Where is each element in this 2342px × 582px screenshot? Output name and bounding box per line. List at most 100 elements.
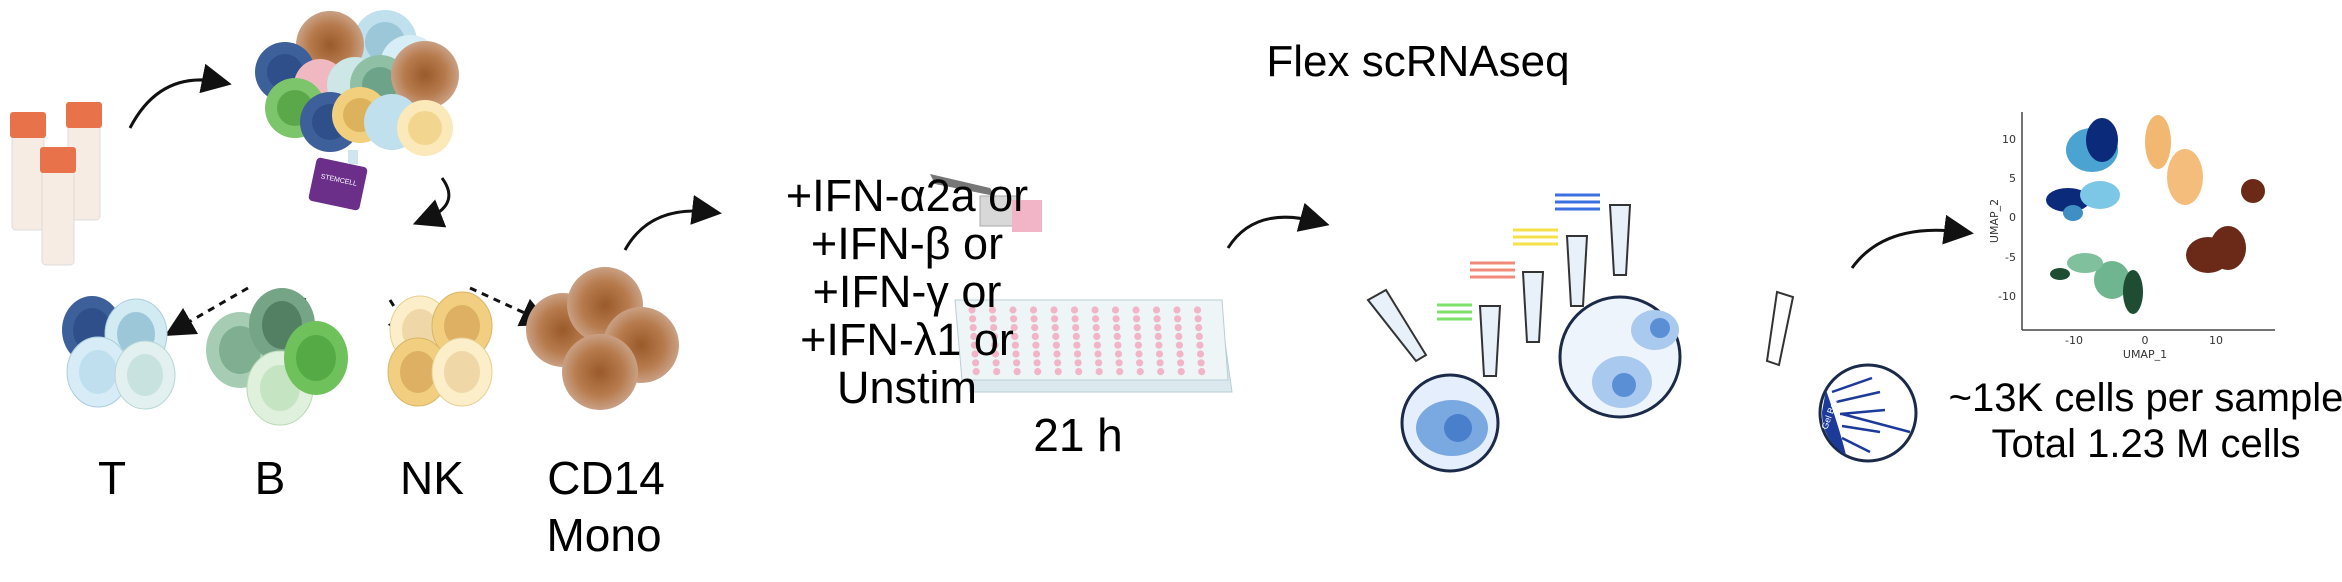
plate-well: [968, 306, 976, 314]
umap-cluster-nk: [2145, 115, 2203, 205]
umap-xtick: 0: [2142, 334, 2149, 347]
plate-well: [990, 324, 998, 332]
plate-well: [1133, 315, 1141, 323]
plate-well: [1031, 324, 1039, 332]
plate-well: [1155, 350, 1164, 358]
label-mono: Mono: [546, 509, 662, 561]
plate-well: [1075, 368, 1083, 376]
umap-xtick: 10: [2209, 334, 2223, 347]
plate-well: [1094, 350, 1102, 358]
plate-well: [1193, 306, 1202, 314]
plate-well: [1174, 315, 1182, 323]
umap-ytick: 5: [2009, 172, 2016, 185]
plate-well: [1115, 359, 1123, 367]
plate-well: [1136, 368, 1144, 376]
plate-well: [970, 341, 979, 349]
plate-well: [1092, 324, 1100, 332]
arrow-to-umap: [1850, 214, 1974, 269]
plate-well: [1011, 332, 1019, 340]
plate-well: [1073, 350, 1082, 358]
plate-well: [1175, 341, 1183, 349]
arrow-tubes-to-pbmc: [128, 63, 232, 129]
plate-well: [1072, 332, 1080, 340]
cells-per-sample: ~13K cells per sample: [1948, 376, 2342, 420]
stim-ifn-b: +IFN-β or: [810, 218, 1004, 269]
plate-well: [1052, 341, 1060, 349]
plate-well: [1157, 368, 1165, 376]
label-b-cells: B: [254, 452, 286, 504]
t-cells-icon: [62, 296, 176, 410]
stim-ifn-a2a: +IFN-α2a or: [785, 170, 1029, 221]
arrow-to-stim: [623, 195, 722, 251]
plate-well: [1156, 359, 1164, 367]
stim-ifn-l1: +IFN-λ1 or: [800, 314, 1014, 365]
plate-well: [1198, 368, 1206, 376]
plate-well: [991, 341, 999, 349]
plate-well: [1112, 315, 1120, 323]
plate-well: [1196, 350, 1205, 358]
plate-well: [1175, 332, 1183, 340]
plate-well: [1070, 306, 1079, 314]
plate-well: [1135, 350, 1143, 358]
plate-well: [1031, 332, 1039, 340]
plate-well: [1029, 306, 1038, 314]
label-cd14: CD14: [547, 452, 665, 504]
label-nk-cells: NK: [400, 452, 464, 504]
plate-well: [1093, 341, 1101, 349]
probe-sets-icon: [1437, 193, 1600, 321]
cd14-monocytes-icon: [526, 267, 679, 410]
plate-well: [1012, 350, 1020, 358]
plate-well: [1095, 359, 1103, 367]
umap-ytick: -10: [1998, 290, 2016, 303]
plate-well: [1032, 341, 1040, 349]
incubation-time: 21 h: [1033, 409, 1123, 461]
plate-well: [1134, 332, 1142, 340]
plate-well: [1136, 359, 1144, 367]
plate-well: [1177, 368, 1185, 376]
plate-well: [1095, 368, 1103, 376]
blood-tubes-icon: [10, 102, 102, 266]
umap-cluster-b: [2050, 253, 2143, 314]
arrow-to-seq: [1226, 202, 1330, 249]
umap-ylabel: UMAP_2: [1988, 199, 2001, 243]
nk-cells-icon: [387, 291, 493, 407]
plate-well: [1132, 306, 1140, 314]
plate-well: [1174, 324, 1182, 332]
plate-well: [1197, 359, 1205, 367]
plate-well: [1092, 315, 1100, 323]
plate-well: [1114, 341, 1122, 349]
plate-well: [992, 359, 1000, 367]
umap-ytick: 0: [2009, 211, 2016, 224]
plate-well: [972, 368, 980, 376]
plate-well: [1072, 324, 1080, 332]
plate-well: [969, 315, 977, 323]
plate-well: [1111, 306, 1120, 314]
umap-ytick: 10: [2002, 133, 2016, 146]
plate-well: [990, 332, 998, 340]
multichannel-pipette-icon: [930, 174, 1042, 232]
plate-well: [970, 332, 978, 340]
plate-well: [1051, 324, 1059, 332]
plate-well: [1177, 359, 1185, 367]
pbmc-mixture-icon: [255, 10, 459, 156]
plate-well: [1155, 341, 1163, 349]
umap-ytick: -5: [2005, 251, 2016, 264]
plate-well: [1154, 324, 1162, 332]
plate-well: [972, 359, 980, 367]
umap-plot: 10 5 0 -5 -10 -10 0 10 UMAP_1 UMAP_2: [1988, 112, 2275, 361]
plate-well: [1034, 368, 1042, 376]
umap-xlabel: UMAP_1: [2123, 348, 2167, 361]
plate-well: [1009, 306, 1017, 314]
total-cells: Total 1.23 M cells: [1991, 422, 2301, 466]
plate-well: [1073, 341, 1081, 349]
plate-well: [1173, 306, 1181, 314]
stim-unstim: Unstim: [836, 362, 977, 413]
tubes-icon: [1366, 204, 1795, 377]
plate-well: [1053, 350, 1061, 358]
plate-well: [1114, 350, 1123, 358]
arrow-pbmc-to-device: [412, 177, 451, 228]
plate-well: [1050, 306, 1058, 314]
plate-well: [989, 315, 997, 323]
plate-well: [1196, 341, 1204, 349]
plate-well: [1074, 359, 1082, 367]
